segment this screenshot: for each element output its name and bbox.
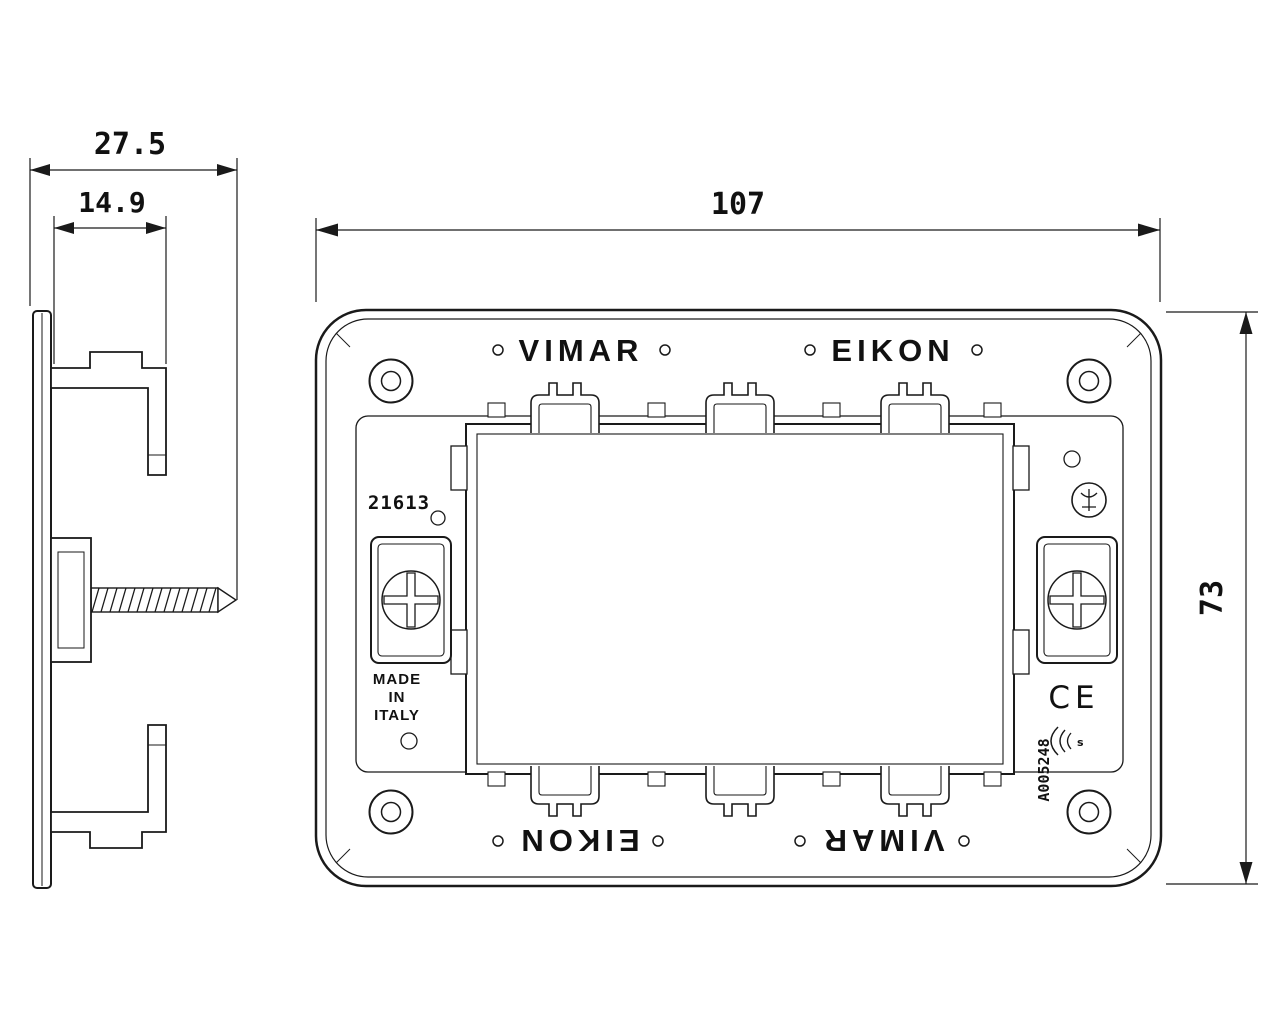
spring-tab (487, 402, 506, 418)
screw-boss (50, 537, 92, 663)
right-screw-slot (1036, 536, 1118, 664)
brand-dot-icon (794, 835, 806, 847)
window-side-tab (450, 445, 468, 491)
module-window-inner (476, 433, 1004, 765)
spring-tab (822, 402, 841, 418)
screw-boss-inner-line (57, 551, 85, 649)
made-in-line-1: MADE (373, 671, 421, 688)
corner-screw-hole-bottom-left (368, 789, 414, 835)
imq-certification-mark-icon (1071, 482, 1107, 518)
spring-tab (983, 402, 1002, 418)
brand-dot-icon (492, 835, 504, 847)
brand-dot-icon (958, 835, 970, 847)
corner-parting-line (335, 848, 351, 864)
side-lower-claw (50, 724, 167, 849)
phillips-screw-head-icon (1049, 572, 1105, 628)
corner-screw-hole-top-left (368, 358, 414, 404)
window-side-tab (1012, 629, 1030, 675)
brand-dot-icon (804, 344, 816, 356)
corner-screw-hole-bottom-right (1066, 789, 1112, 835)
dimension-27-5: 27.5 (29, 127, 238, 600)
dim-value-mount-depth: 14.9 (78, 186, 145, 219)
brand-text-eikon-bottom-group: EIKON (516, 823, 639, 858)
arrowhead-right-icon (146, 222, 166, 234)
ejector-pin-mark-icon (1063, 450, 1081, 468)
brand-text-eikon-top: EIKON (831, 333, 954, 368)
ejector-pin-mark-icon (430, 510, 446, 526)
ccc-certification-mark-icon: s (1050, 726, 1084, 756)
ejector-pin-mark-icon (400, 732, 418, 750)
dimension-14-9: 14.9 (53, 186, 167, 364)
arrowhead-bottom-icon (1239, 862, 1253, 884)
front-view: VIMAR EIKON EIKON VIMAR (314, 308, 1163, 888)
arrowhead-left-icon (54, 222, 74, 234)
dim-value-height: 73 (1195, 580, 1230, 616)
phillips-screw-head-icon (383, 572, 439, 628)
spring-tab (647, 771, 666, 787)
corner-parting-line (335, 332, 351, 348)
arrowhead-right-icon (217, 164, 237, 176)
dim-value-width: 107 (711, 187, 765, 222)
made-in-line-3: ITALY (374, 707, 420, 724)
part-code-text: A005248 (1035, 738, 1053, 801)
dimension-73: 73 (1166, 311, 1258, 885)
window-side-tab (1012, 445, 1030, 491)
spring-tab (487, 771, 506, 787)
brand-dot-icon (659, 344, 671, 356)
brand-text-vimar-top: VIMAR (519, 333, 644, 368)
ccc-mark-letter: s (1077, 736, 1084, 749)
brand-text-vimar-bottom: VIMAR (820, 823, 945, 858)
cover-plate-inner-line (325, 318, 1152, 878)
arrowhead-right-icon (1138, 223, 1160, 237)
brand-dot-icon (971, 344, 983, 356)
arrowhead-top-icon (1239, 312, 1253, 334)
arrowhead-left-icon (316, 223, 338, 237)
fixing-screw-shaft (90, 587, 219, 613)
corner-parting-line (1126, 332, 1142, 348)
made-in-line-2: IN (389, 689, 406, 706)
ce-mark: CE (1048, 680, 1099, 716)
module-window-outer (465, 423, 1015, 775)
side-view (32, 310, 238, 889)
side-upper-claw (50, 351, 167, 476)
arrowhead-left-icon (30, 164, 50, 176)
window-side-tab (450, 629, 468, 675)
dim-value-overall-depth: 27.5 (94, 127, 166, 162)
spring-tab (822, 771, 841, 787)
brand-text-vimar-bottom-group: VIMAR (820, 823, 945, 858)
model-number-text: 21613 (368, 492, 430, 514)
dimension-107: 107 (315, 187, 1161, 302)
spring-tab (647, 402, 666, 418)
brand-dot-icon (492, 344, 504, 356)
left-screw-slot (370, 536, 452, 664)
corner-screw-hole-top-right (1066, 358, 1112, 404)
corner-parting-line (1126, 848, 1142, 864)
fixing-screw-tip (217, 586, 238, 614)
spring-tab (983, 771, 1002, 787)
brand-text-eikon-bottom: EIKON (516, 823, 639, 858)
brand-dot-icon (652, 835, 664, 847)
